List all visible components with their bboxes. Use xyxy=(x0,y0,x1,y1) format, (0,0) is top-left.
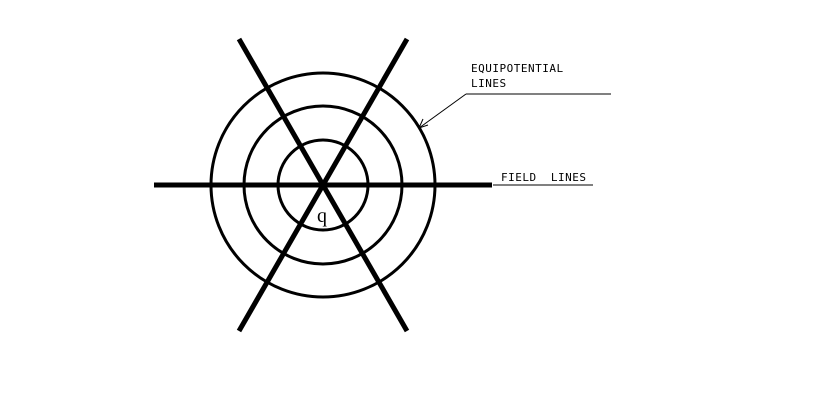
field-line-diagonal-b xyxy=(236,37,410,333)
arrowhead-icon xyxy=(418,118,429,129)
equipotential-label-line2: LINES xyxy=(471,77,507,90)
field-lines xyxy=(154,37,492,333)
equipotential-label-line1: EQUIPOTENTIAL xyxy=(471,62,564,75)
field-lines-annotation: FIELD LINES xyxy=(493,171,593,186)
charge-label: q xyxy=(317,205,327,227)
equipotential-leader-arrow-shaft xyxy=(418,93,467,129)
field-lines-label: FIELD LINES xyxy=(501,171,586,184)
equipotential-annotation: EQUIPOTENTIAL LINES xyxy=(418,62,611,129)
